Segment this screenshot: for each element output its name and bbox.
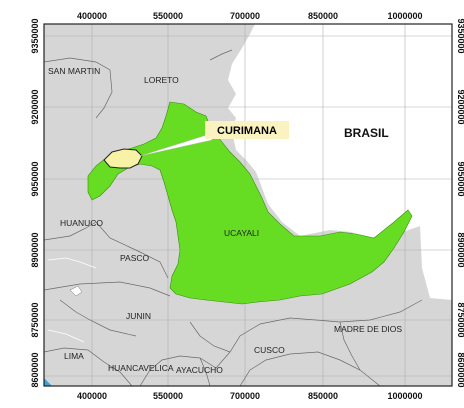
x-ticks-bottom: 400000 550000 700000 850000 1000000 bbox=[77, 391, 423, 401]
grid-lines bbox=[44, 24, 452, 386]
region-label-pasco: PASCO bbox=[120, 253, 150, 263]
y-tick-left: 8750000 bbox=[30, 302, 40, 337]
brasil-label: BRASIL bbox=[344, 126, 389, 140]
y-ticks-right: 9350000 9200000 9050000 8900000 8750000 … bbox=[456, 18, 464, 387]
curimana-district bbox=[103, 148, 143, 169]
department-boundaries bbox=[43, 49, 423, 387]
y-tick-left: 8600000 bbox=[30, 352, 40, 387]
x-tick-top: 700000 bbox=[230, 11, 260, 21]
region-label-huanuco: HUANUCO bbox=[60, 218, 103, 228]
region-label-lima: LIMA bbox=[64, 351, 84, 361]
rivers bbox=[47, 257, 97, 343]
region-label-huancavelica: HUANCAVELICA bbox=[108, 363, 174, 373]
y-ticks-left: 9350000 9200000 9050000 8900000 8750000 … bbox=[30, 18, 40, 387]
callout-box bbox=[205, 121, 289, 139]
ucayali-region bbox=[87, 101, 413, 305]
region-label-ucayali: UCAYALI bbox=[224, 228, 259, 238]
region-label-ayacucho: AYACUCHO bbox=[176, 365, 223, 375]
y-tick-right: 8600000 bbox=[456, 352, 464, 387]
y-tick-left: 8900000 bbox=[30, 232, 40, 267]
x-tick-bottom: 550000 bbox=[153, 391, 183, 401]
x-tick-bottom: 700000 bbox=[230, 391, 260, 401]
y-tick-right: 9200000 bbox=[456, 89, 464, 124]
curimana-label: CURIMANA bbox=[217, 125, 277, 137]
x-tick-bottom: 850000 bbox=[308, 391, 338, 401]
x-tick-top: 1000000 bbox=[387, 11, 422, 21]
region-label-cusco: CUSCO bbox=[254, 345, 285, 355]
region-label-san-martin: SAN MARTIN bbox=[48, 66, 100, 76]
y-tick-right: 9050000 bbox=[456, 161, 464, 196]
region-label-madre-de-dios: MADRE DE DIOS bbox=[334, 324, 402, 334]
lake-shape bbox=[69, 285, 83, 297]
y-tick-right: 8750000 bbox=[456, 302, 464, 337]
x-tick-bottom: 400000 bbox=[77, 391, 107, 401]
x-tick-top: 400000 bbox=[77, 11, 107, 21]
x-ticks-top: 400000 550000 700000 850000 1000000 bbox=[77, 11, 423, 21]
x-tick-top: 550000 bbox=[153, 11, 183, 21]
y-tick-left: 9200000 bbox=[30, 89, 40, 124]
ocean-corner bbox=[44, 378, 52, 386]
y-tick-right: 8900000 bbox=[456, 232, 464, 267]
y-tick-left: 9050000 bbox=[30, 161, 40, 196]
y-tick-left: 9350000 bbox=[30, 18, 40, 53]
region-label-junin: JUNIN bbox=[126, 311, 151, 321]
x-tick-top: 850000 bbox=[308, 11, 338, 21]
y-tick-right: 9350000 bbox=[456, 18, 464, 53]
map-frame bbox=[43, 23, 453, 387]
region-label-loreto: LORETO bbox=[144, 75, 179, 85]
x-tick-bottom: 1000000 bbox=[387, 391, 422, 401]
